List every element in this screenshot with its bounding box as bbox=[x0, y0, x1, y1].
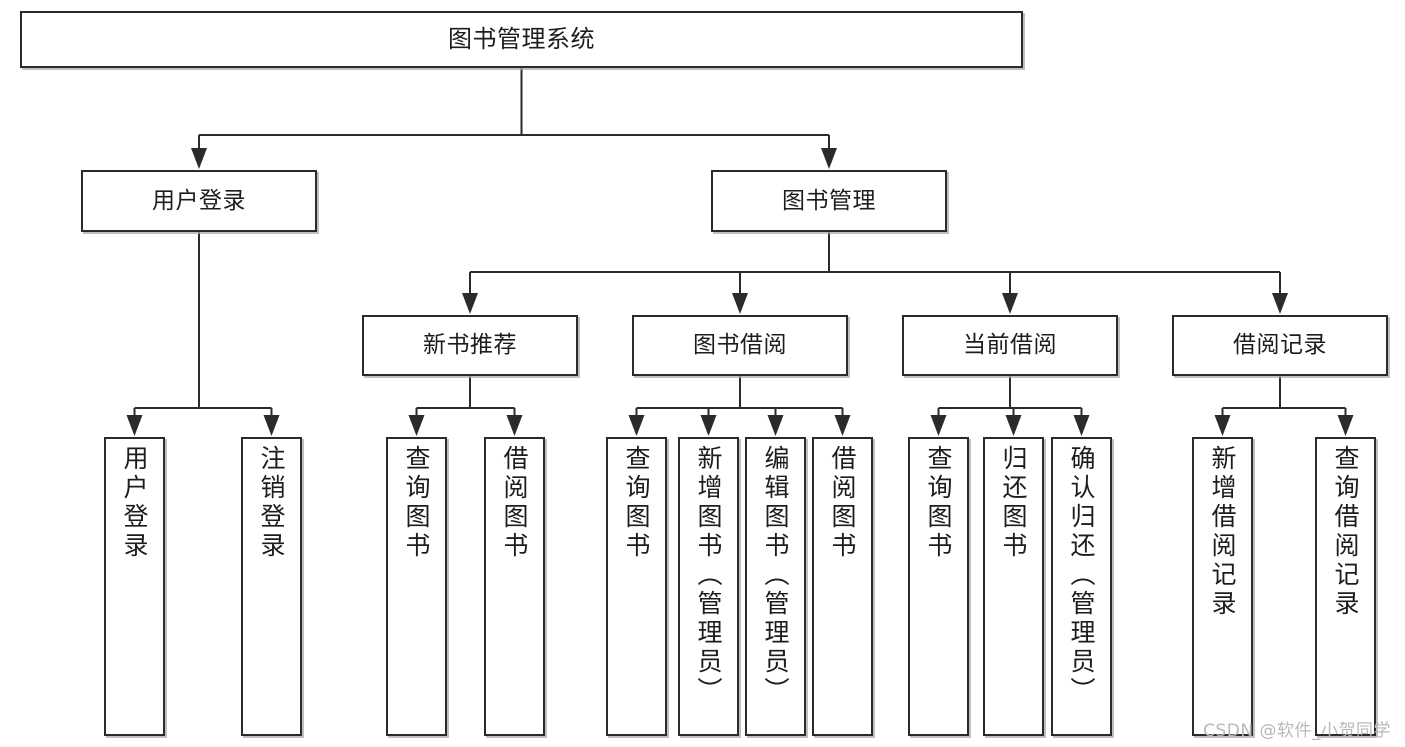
node-book-manage[interactable]: 图书管理 bbox=[711, 170, 947, 232]
node-label-leaf-rec-borrow: 借阅图书 bbox=[500, 445, 529, 561]
node-label-leaf-cb-confirm: 确认归还（管理员） bbox=[1067, 445, 1096, 706]
arrowhead-current-borrow bbox=[1002, 293, 1018, 314]
node-label-leaf-cb-return: 归还图书 bbox=[999, 445, 1028, 561]
arrowhead-leaf-bb-edit bbox=[767, 415, 784, 436]
arrowhead-leaf-cb-query bbox=[930, 415, 947, 436]
node-book-borrow[interactable]: 图书借阅 bbox=[632, 315, 848, 376]
node-leaf-cb-confirm[interactable]: 确认归还（管理员） bbox=[1051, 437, 1112, 736]
arrowhead-leaf-user-logout bbox=[263, 415, 280, 436]
node-current-borrow[interactable]: 当前借阅 bbox=[902, 315, 1118, 376]
arrowhead-leaf-bb-add bbox=[700, 415, 717, 436]
node-label-root: 图书管理系统 bbox=[448, 24, 595, 53]
node-user-login[interactable]: 用户登录 bbox=[81, 170, 317, 232]
node-label-leaf-bb-borrow: 借阅图书 bbox=[828, 445, 857, 561]
node-leaf-cb-return[interactable]: 归还图书 bbox=[983, 437, 1044, 736]
node-root[interactable]: 图书管理系统 bbox=[20, 11, 1023, 68]
arrowhead-leaf-cb-return bbox=[1005, 415, 1022, 436]
node-label-borrow-record: 借阅记录 bbox=[1233, 332, 1327, 359]
node-leaf-br-query[interactable]: 查询借阅记录 bbox=[1315, 437, 1376, 736]
node-leaf-user-logout[interactable]: 注销登录 bbox=[241, 437, 302, 736]
arrowhead-user-login bbox=[191, 148, 207, 169]
arrowhead-book-borrow bbox=[732, 293, 748, 314]
node-label-current-borrow: 当前借阅 bbox=[963, 332, 1057, 359]
node-leaf-cb-query[interactable]: 查询图书 bbox=[908, 437, 969, 736]
node-label-book-manage: 图书管理 bbox=[782, 187, 876, 214]
arrowhead-book-manage bbox=[821, 148, 837, 169]
arrowhead-leaf-br-add bbox=[1214, 415, 1231, 436]
arrowhead-leaf-br-query bbox=[1337, 415, 1354, 436]
arrowhead-new-book-rec bbox=[462, 293, 478, 314]
node-leaf-rec-query[interactable]: 查询图书 bbox=[386, 437, 447, 736]
arrowhead-leaf-bb-query bbox=[628, 415, 645, 436]
node-label-leaf-br-query: 查询借阅记录 bbox=[1331, 445, 1360, 619]
node-label-new-book-rec: 新书推荐 bbox=[423, 332, 517, 359]
node-leaf-br-add[interactable]: 新增借阅记录 bbox=[1192, 437, 1253, 736]
arrowhead-leaf-rec-borrow bbox=[506, 415, 523, 436]
arrowhead-leaf-cb-confirm bbox=[1073, 415, 1090, 436]
node-leaf-bb-query[interactable]: 查询图书 bbox=[606, 437, 667, 736]
node-leaf-user-login[interactable]: 用户登录 bbox=[104, 437, 165, 736]
arrowhead-leaf-bb-borrow bbox=[834, 415, 851, 436]
node-new-book-rec[interactable]: 新书推荐 bbox=[362, 315, 578, 376]
node-label-book-borrow: 图书借阅 bbox=[693, 332, 787, 359]
node-label-leaf-rec-query: 查询图书 bbox=[402, 445, 431, 561]
arrowhead-leaf-rec-query bbox=[408, 415, 425, 436]
node-label-leaf-user-logout: 注销登录 bbox=[257, 445, 286, 561]
node-label-user-login: 用户登录 bbox=[152, 187, 246, 214]
node-borrow-record[interactable]: 借阅记录 bbox=[1172, 315, 1388, 376]
node-leaf-bb-add[interactable]: 新增图书（管理员） bbox=[678, 437, 739, 736]
node-label-leaf-br-add: 新增借阅记录 bbox=[1208, 445, 1237, 619]
node-leaf-bb-borrow[interactable]: 借阅图书 bbox=[812, 437, 873, 736]
node-leaf-rec-borrow[interactable]: 借阅图书 bbox=[484, 437, 545, 736]
node-leaf-bb-edit[interactable]: 编辑图书（管理员） bbox=[745, 437, 806, 736]
node-label-leaf-bb-add: 新增图书（管理员） bbox=[694, 445, 723, 706]
node-label-leaf-user-login: 用户登录 bbox=[120, 445, 149, 561]
arrowhead-borrow-record bbox=[1272, 293, 1288, 314]
node-label-leaf-bb-query: 查询图书 bbox=[622, 445, 651, 561]
node-label-leaf-bb-edit: 编辑图书（管理员） bbox=[761, 445, 790, 706]
arrowhead-leaf-user-login bbox=[126, 415, 143, 436]
watermark-label: CSDN @软件_小贺同学 bbox=[1203, 721, 1391, 741]
node-label-leaf-cb-query: 查询图书 bbox=[924, 445, 953, 561]
